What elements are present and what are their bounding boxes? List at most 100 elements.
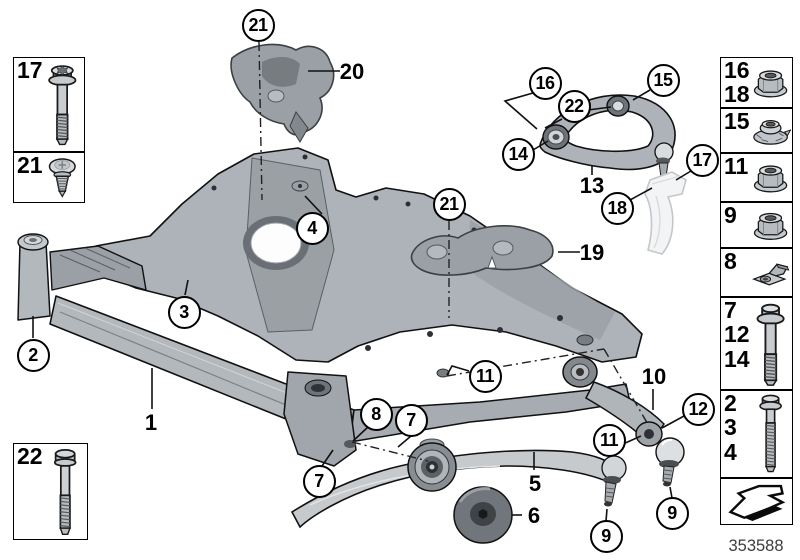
callout-circle-22: 22	[557, 89, 591, 123]
callout-label-6: 6	[527, 503, 541, 528]
callout-label-20: 20	[339, 59, 365, 84]
part-number: 16	[724, 57, 750, 83]
callout-label-10: 10	[641, 364, 667, 389]
callout-number: 4	[307, 217, 317, 238]
part-number: 3	[724, 414, 737, 441]
callout-circle-11: 11	[592, 423, 626, 457]
callout-circle-14: 14	[501, 137, 535, 171]
callout-number: 9	[667, 502, 677, 523]
callout-number: 14	[508, 143, 528, 164]
callout-circle-15: 15	[646, 63, 680, 97]
callout-circle-9: 9	[655, 496, 689, 530]
flange-nut-icon	[750, 60, 791, 104]
callout-circle-7: 7	[394, 403, 428, 437]
callout-label-19: 19	[579, 240, 605, 265]
part-box-8: 8	[720, 248, 793, 297]
leader-lines	[32, 70, 692, 522]
flange-nut-icon	[750, 205, 791, 244]
callout-circle-2: 2	[16, 338, 50, 372]
part-box-15: 15	[720, 108, 793, 153]
callout-label-1: 1	[144, 410, 158, 435]
callout-circle-9: 9	[589, 519, 623, 553]
part-number: 2	[724, 390, 737, 416]
callout-number: 11	[599, 429, 619, 450]
callout-circle-3: 3	[167, 295, 201, 329]
callout-number: 22	[564, 95, 584, 116]
callout-circle-18: 18	[600, 191, 634, 225]
callout-circle-8: 8	[359, 397, 393, 431]
part-number: 7	[724, 297, 737, 323]
callout-circle-11: 11	[468, 359, 502, 393]
part-box-numbers: 21	[17, 152, 43, 178]
part-box-numbers: 8	[724, 248, 737, 274]
callout-number: 11	[475, 365, 495, 386]
callout-number: 17	[692, 149, 712, 170]
hex-bolt-icon	[44, 446, 86, 536]
callout-number: 16	[535, 72, 555, 93]
callout-number: 18	[607, 197, 627, 218]
callout-circle-7: 7	[302, 464, 336, 498]
part-number: 12	[724, 321, 750, 348]
part-box-numbers: 11	[724, 153, 749, 179]
callout-circle-12: 12	[681, 392, 715, 426]
part-number: 9	[724, 202, 737, 228]
part-box-numbers: 17	[17, 57, 43, 83]
part-box-17: 17	[13, 57, 85, 152]
heat-shield-upper	[230, 43, 335, 143]
tension-strut	[562, 356, 685, 487]
callout-circle-21: 21	[432, 187, 466, 221]
part-box-22: 22	[13, 443, 88, 540]
part-number: 17	[17, 57, 43, 83]
callout-label-13: 13	[579, 173, 605, 198]
part-number: 22	[17, 443, 43, 469]
direction-arrow-icon	[724, 482, 789, 521]
part-number: 18	[724, 81, 750, 108]
heat-shield-lower	[410, 225, 554, 276]
part-box-numbers: 22	[17, 443, 43, 469]
part-box-11: 11	[720, 153, 793, 202]
part-number: 21	[17, 152, 43, 178]
lower-wishbone	[290, 438, 627, 529]
long-bolt-icon	[750, 393, 791, 474]
callout-circle-17: 17	[685, 143, 719, 177]
drawing-number: 353588	[728, 537, 784, 555]
part-number: 11	[724, 153, 749, 179]
part-number: 14	[724, 345, 750, 372]
callout-number: 9	[601, 525, 611, 546]
callout-label-5: 5	[528, 471, 542, 496]
part-box-numbers: 9	[724, 202, 737, 228]
callout-number: 12	[688, 398, 708, 419]
callout-number: 21	[439, 193, 459, 214]
callout-circle-16: 16	[528, 66, 562, 100]
lock-nut-icon	[750, 111, 791, 149]
part-box-nav-arrow	[720, 478, 793, 525]
callout-number: 2	[28, 344, 38, 365]
flange-nut-icon	[750, 156, 791, 198]
callout-circle-21: 21	[241, 8, 275, 42]
clip-nut-icon	[750, 251, 791, 293]
part-box-numbers: 15	[724, 108, 750, 134]
part-number: 8	[724, 248, 737, 274]
callout-circle-4: 4	[295, 211, 329, 245]
front-axle-carrier	[17, 147, 643, 467]
torx-bolt-icon	[42, 60, 83, 148]
part-number: 4	[724, 438, 737, 465]
callout-number: 7	[406, 409, 416, 430]
part-box-21: 21	[13, 152, 85, 203]
callout-number: 7	[314, 470, 324, 491]
flange-bolt-icon	[750, 300, 791, 386]
callout-number: 8	[371, 403, 381, 424]
expanding-rivet-icon	[42, 155, 83, 199]
callout-number: 15	[653, 69, 673, 90]
part-box-9: 9	[720, 202, 793, 248]
part-number: 15	[724, 108, 750, 134]
